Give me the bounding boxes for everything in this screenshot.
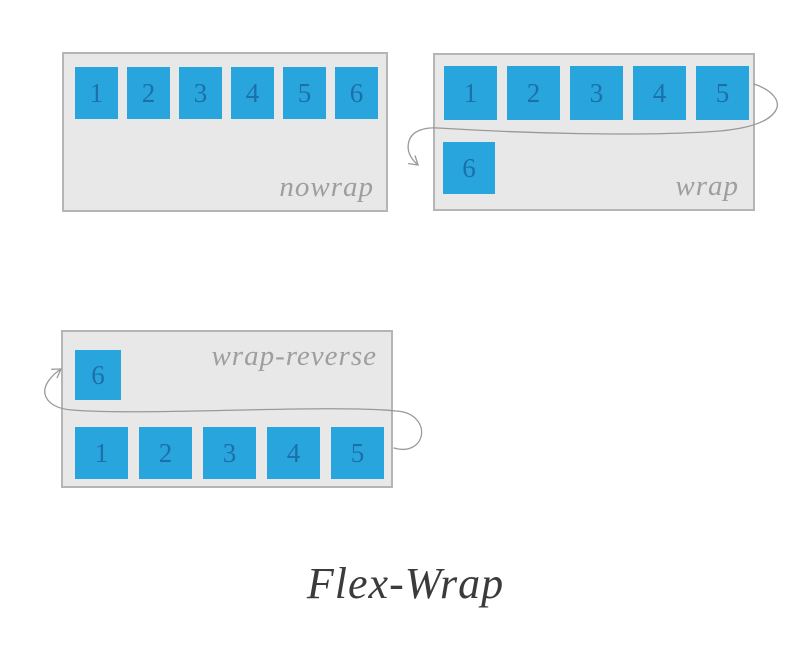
flex-item-box: 2	[507, 66, 560, 120]
flex-item-box: 3	[570, 66, 623, 120]
flex-item-box: 4	[633, 66, 686, 120]
flex-item-box: 5	[696, 66, 749, 120]
nowrap-row: 1 2 3 4 5 6	[75, 67, 386, 119]
panel-wrap-reverse: 6 1 2 3 4 5 wrap-reverse	[61, 330, 393, 488]
flex-item-box: 6	[75, 350, 121, 400]
diagram-title: Flex-Wrap	[306, 559, 505, 608]
flex-item-box: 1	[75, 427, 128, 479]
flex-item-box: 4	[267, 427, 320, 479]
flex-item-box: 1	[75, 67, 118, 119]
panel-label-wrap: wrap	[675, 170, 739, 202]
flex-item-box: 4	[231, 67, 274, 119]
flex-item-box: 6	[335, 67, 378, 119]
flex-item-box: 6	[443, 142, 495, 194]
panel-label-wrap-reverse: wrap-reverse	[211, 340, 377, 372]
panel-nowrap: 1 2 3 4 5 6 nowrap	[62, 52, 388, 212]
flex-item-box: 5	[283, 67, 326, 119]
flex-item-box: 2	[139, 427, 192, 479]
wrap-row-1: 1 2 3 4 5	[444, 66, 753, 120]
wrap-reverse-bottom-row: 1 2 3 4 5	[75, 427, 391, 479]
flex-item-box: 3	[203, 427, 256, 479]
panel-label-nowrap: nowrap	[279, 171, 374, 203]
flex-item-box: 5	[331, 427, 384, 479]
flex-item-box: 1	[444, 66, 497, 120]
flex-item-box: 2	[127, 67, 170, 119]
flex-item-box: 3	[179, 67, 222, 119]
panel-wrap: 1 2 3 4 5 6 wrap	[433, 53, 755, 211]
